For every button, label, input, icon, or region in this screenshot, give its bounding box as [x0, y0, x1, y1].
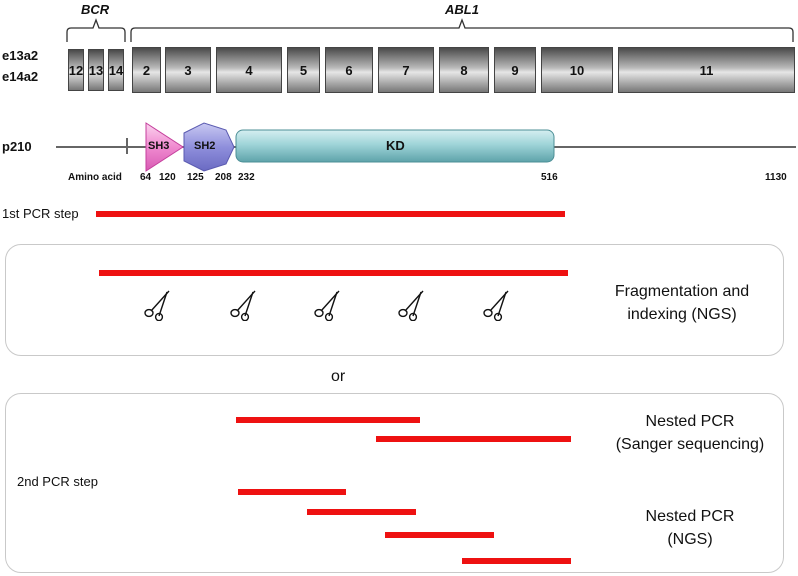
aa-pos-64: 64: [140, 172, 152, 183]
first-pcr-amplicon: [96, 211, 565, 217]
gene-brackets: [66, 18, 794, 42]
ngs-amplicon-3: [385, 532, 494, 538]
abl1-exon-4: 4: [216, 47, 282, 93]
fragmentation-panel: [5, 244, 784, 356]
transcript-e13a2-label: e13a2: [2, 48, 39, 63]
sh2-label: SH2: [194, 140, 216, 152]
ngs-amplicon-4: [462, 558, 571, 564]
abl1-exon-2: 2: [132, 47, 161, 93]
nested-ngs-text: Nested PCR (NGS): [600, 505, 780, 551]
scissors-icon: [398, 290, 424, 321]
abl1-exon-8: 8: [439, 47, 489, 93]
aa-pos-1130: 1130: [765, 172, 787, 183]
second-pcr-label: 2nd PCR step: [17, 474, 98, 489]
bcr-bracket: [66, 18, 126, 42]
aa-pos-125: 125: [187, 172, 204, 183]
kd-label: KD: [386, 138, 405, 153]
amino-acid-label: Amino acid: [68, 172, 122, 183]
abl1-exon-3: 3: [165, 47, 211, 93]
ngs-amplicon-2: [307, 509, 416, 515]
abl1-exon-10: 10: [541, 47, 613, 93]
abl1-exon-7: 7: [378, 47, 434, 93]
abl1-bracket: [130, 18, 794, 42]
abl1-exon-9: 9: [494, 47, 536, 93]
nested-sanger-text: Nested PCR (Sanger sequencing): [600, 410, 780, 456]
abl1-exon-5: 5: [287, 47, 320, 93]
bcr-exon-13: 13: [88, 49, 104, 91]
sh3-domain: [145, 122, 184, 172]
fragmentation-amplicon: [99, 270, 568, 276]
abl1-exon-11: 11: [618, 47, 795, 93]
nested-ngs-line-2: (NGS): [667, 531, 713, 548]
protein-label: p210: [2, 139, 32, 154]
fragmentation-line-2: indexing (NGS): [627, 306, 737, 323]
scissors-icon: [230, 290, 256, 321]
protein-domains: [145, 122, 555, 172]
aa-pos-232: 232: [238, 172, 255, 183]
scissors-icon: [483, 290, 509, 321]
ngs-amplicon-1: [238, 489, 346, 495]
aa-pos-120: 120: [159, 172, 176, 183]
first-pcr-label: 1st PCR step: [2, 206, 79, 221]
abl1-gene-label: ABL1: [445, 2, 479, 17]
bcr-gene-label: BCR: [81, 2, 110, 17]
nested-sanger-line-1: Nested PCR: [645, 413, 735, 430]
breakpoint-tick: [126, 138, 128, 154]
scissors-icon: [314, 290, 340, 321]
sanger-amplicon-1: [236, 417, 420, 423]
or-label: or: [331, 368, 346, 385]
nested-sanger-line-2: (Sanger sequencing): [615, 436, 765, 453]
kd-domain: [235, 129, 555, 163]
sh2-domain: [183, 122, 235, 172]
sanger-amplicon-2: [376, 436, 571, 442]
bcr-exon-12: 12: [68, 49, 84, 91]
nested-pcr-panel: [5, 393, 784, 573]
aa-pos-516: 516: [541, 172, 558, 183]
nested-ngs-line-1: Nested PCR: [645, 508, 735, 525]
bcr-exon-14: 14: [108, 49, 124, 91]
aa-pos-208: 208: [215, 172, 232, 183]
transcript-e14a2-label: e14a2: [2, 69, 39, 84]
scissors-icon: [144, 290, 170, 321]
abl1-exon-6: 6: [325, 47, 373, 93]
fragmentation-line-1: Fragmentation and: [614, 283, 750, 300]
fragmentation-text: Fragmentation and indexing (NGS): [582, 280, 782, 326]
sh3-label: SH3: [148, 140, 170, 152]
